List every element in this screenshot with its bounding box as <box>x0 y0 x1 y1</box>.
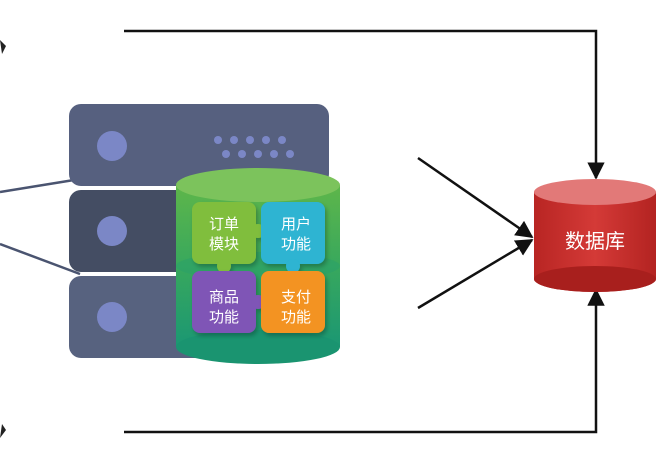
arrow-to-db-lower <box>417 238 534 310</box>
module-order-label: 订单模块 <box>209 215 239 253</box>
module-product: 商品功能 <box>192 271 265 333</box>
module-payment-label: 支付功能 <box>281 288 311 326</box>
module-order: 订单模块 <box>192 202 265 273</box>
server-top-indicator <box>97 131 127 161</box>
server-top-vents <box>214 136 294 158</box>
module-user: 用户功能 <box>261 202 325 273</box>
bottom-connector-line <box>124 288 605 434</box>
client-line-top <box>0 178 75 194</box>
left-edge-arrow-top <box>0 40 6 54</box>
top-connector-line <box>124 29 605 180</box>
server-unit-top <box>69 104 329 186</box>
server-bottom-indicator <box>97 302 127 332</box>
application-cylinder <box>176 168 340 364</box>
module-user-label: 用户功能 <box>281 215 311 253</box>
module-product-label: 商品功能 <box>209 288 239 326</box>
module-payment: 支付功能 <box>261 271 325 333</box>
server-middle-indicator <box>97 216 127 246</box>
database-cylinder: 数据库 <box>534 179 656 292</box>
client-line-bottom <box>0 242 81 276</box>
arrow-to-db-upper <box>417 156 534 239</box>
left-edge-arrow-bottom <box>0 424 6 438</box>
database-label: 数据库 <box>565 229 625 253</box>
